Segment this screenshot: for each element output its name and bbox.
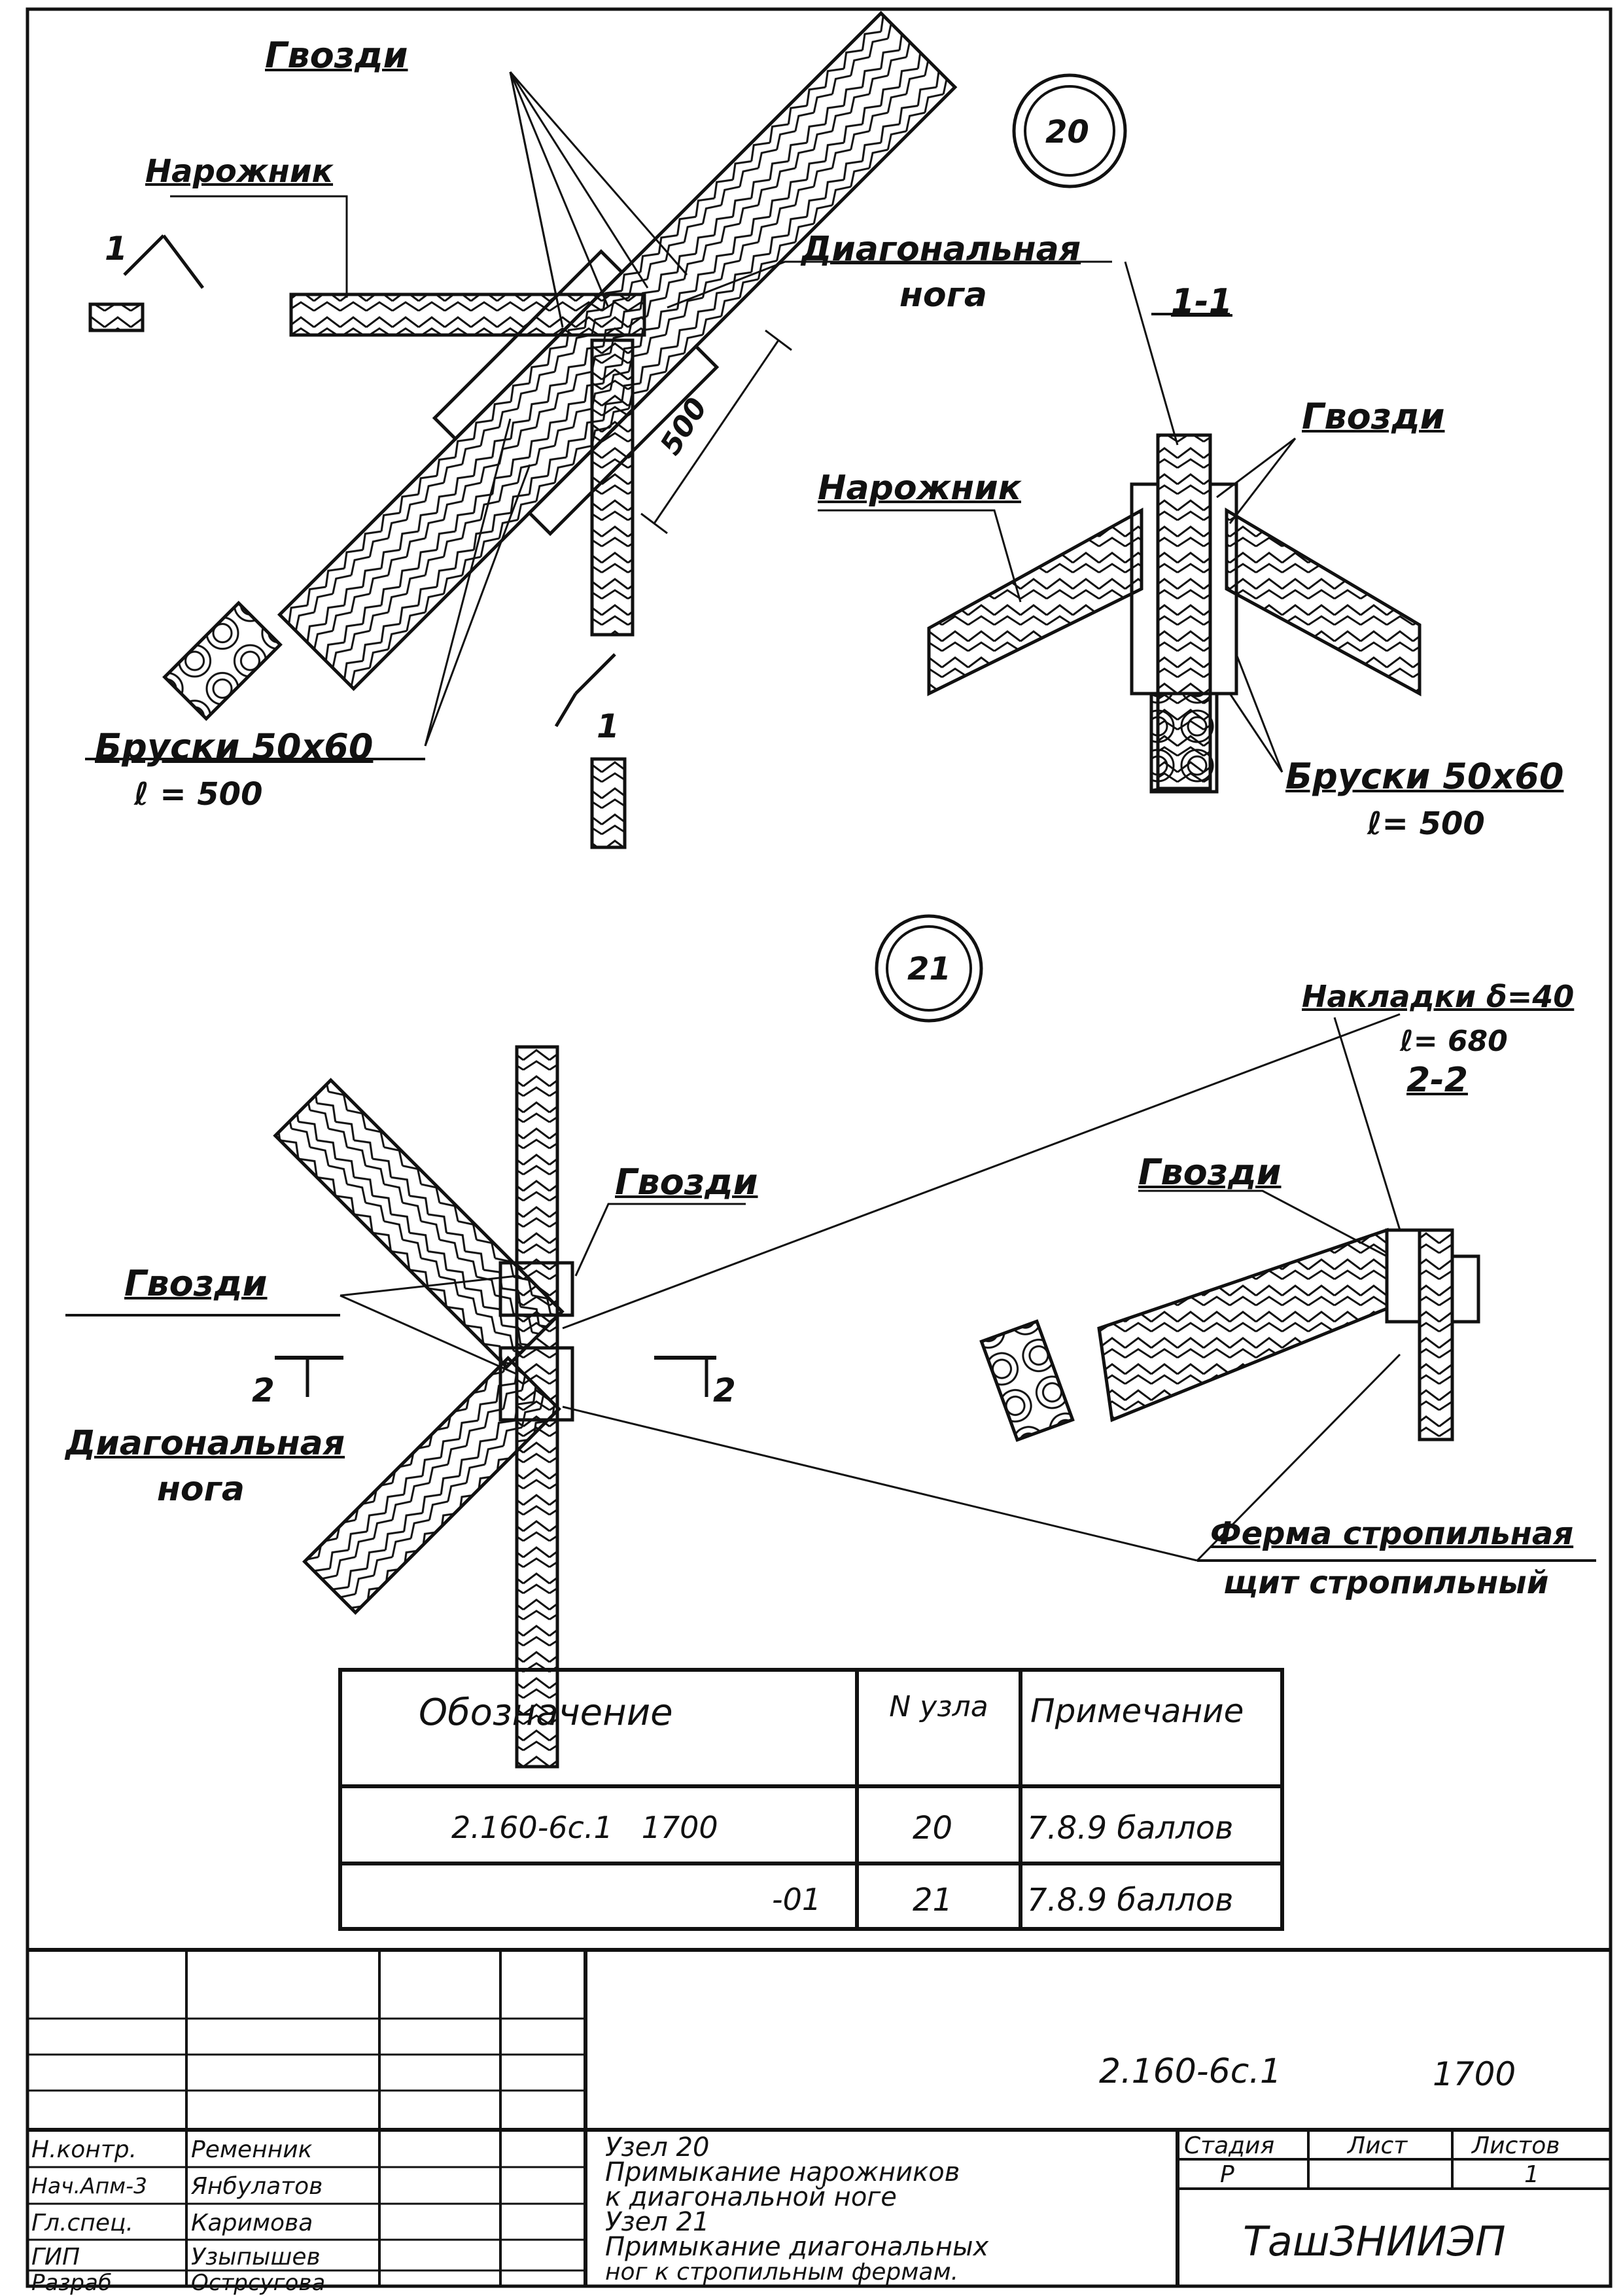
sheet-label: Лист xyxy=(1348,2132,1408,2159)
signature-name: Острсугова xyxy=(191,2270,326,2296)
node20-drawing xyxy=(85,10,1127,849)
node20-badge-outer xyxy=(1012,73,1127,188)
title-line: Примыкание диагональных xyxy=(605,2232,989,2262)
section11-nails-label: Гвозди xyxy=(1302,396,1445,437)
node21-drawing xyxy=(65,914,1596,1769)
title-line: Примыкание нарожников xyxy=(605,2157,960,2187)
node21-badge-label: 21 xyxy=(907,951,951,987)
table-row-node: 21 xyxy=(913,1882,953,1918)
node20-section-mark-bottom: 1 xyxy=(597,707,620,745)
stage-value: Р xyxy=(1220,2161,1234,2188)
section22-truss-line2: щит стропильный xyxy=(1223,1564,1549,1601)
section11-drawing xyxy=(818,261,1422,794)
section11-bar-left xyxy=(1130,482,1160,696)
organization: ТашЗНИИЭП xyxy=(1243,2217,1506,2265)
node20-vertical-post xyxy=(590,338,635,637)
title-line: ног к стропильным фермам. xyxy=(605,2259,959,2286)
title-line: Узел 21 xyxy=(605,2207,710,2237)
section22-overlays-line2: ℓ= 680 xyxy=(1400,1025,1508,1058)
section11-right-narozhnik xyxy=(1225,507,1422,697)
node20-nails-label: Гвозди xyxy=(265,35,408,76)
node20-bars-line2: ℓ = 500 xyxy=(134,776,263,813)
node20-diag-leg-line1: Диагональная xyxy=(801,230,1081,269)
node20-section-piece xyxy=(162,601,283,721)
node21-overlay-upper xyxy=(498,1261,574,1317)
node20-bar-upper xyxy=(432,249,625,442)
section22-post xyxy=(1418,1228,1454,1441)
node21-lower-diag-leg xyxy=(302,1356,561,1615)
table-row-designation: 2.160-6с.1 1700 xyxy=(451,1810,718,1845)
signature-name: Узыпышев xyxy=(191,2244,321,2270)
signature-name: Ременник xyxy=(191,2136,313,2163)
node20-section-piece-bottom xyxy=(590,757,627,849)
sheet-frame xyxy=(26,7,1613,2288)
section11-title: 1-1 xyxy=(1171,282,1232,321)
signature-role: Нач.Апм-3 xyxy=(31,2173,147,2199)
node21-section-mark-left: 2 xyxy=(252,1371,275,1409)
section22-nails-label: Гвозди xyxy=(1138,1152,1282,1193)
section22-drawing xyxy=(979,1017,1480,1562)
node21-badge-inner xyxy=(886,925,972,1012)
section22-overlay-left xyxy=(1385,1228,1422,1324)
title-block-sheet-code: 1700 xyxy=(1433,2055,1516,2093)
table-header-node: N узла xyxy=(889,1690,988,1723)
table-row-node: 20 xyxy=(913,1810,953,1846)
sheets-value: 1 xyxy=(1524,2161,1539,2188)
signature-role: Н.контр. xyxy=(31,2136,137,2163)
spec-table xyxy=(338,1668,1284,1931)
title-block-code: 2.160-6с.1 xyxy=(1099,2052,1282,2091)
sheets-label: Листов xyxy=(1472,2132,1560,2159)
section22-rafter xyxy=(1097,1227,1389,1422)
table-row-designation: -01 xyxy=(772,1882,822,1917)
section22-title: 2-2 xyxy=(1406,1061,1468,1100)
stage-label: Стадия xyxy=(1184,2132,1275,2159)
section11-bottom-block xyxy=(1149,692,1219,794)
signature-role: Разраб xyxy=(31,2270,112,2296)
signature-name: Янбулатов xyxy=(191,2173,323,2200)
node21-overlay-lower xyxy=(498,1346,574,1422)
node21-nails-left-label: Гвозди xyxy=(124,1263,268,1304)
node20-section-piece-left xyxy=(88,302,145,332)
node21-badge-outer xyxy=(875,914,983,1023)
node20-section-mark-left: 1 xyxy=(105,230,128,268)
signature-name: Каримова xyxy=(191,2210,313,2236)
section11-narozhnik-label: Нарожник xyxy=(818,468,1021,508)
section22-overlays-line1: Накладки δ=40 xyxy=(1302,979,1575,1014)
table-row-note: 7.8.9 баллов xyxy=(1027,1810,1234,1846)
node20-dim-line xyxy=(653,340,780,524)
signature-role: ГИП xyxy=(31,2244,80,2270)
section22-cross-section xyxy=(979,1319,1075,1442)
node20-bars-line1: Бруски 50х60 xyxy=(95,726,374,768)
section11-bar-right xyxy=(1208,482,1238,696)
table-header-designation: Обозначение xyxy=(419,1691,673,1734)
section11-bars-line2: ℓ= 500 xyxy=(1367,805,1485,842)
section22-truss-line1: Ферма стропильная xyxy=(1210,1515,1574,1552)
node21-diag-leg-line1: Диагональная xyxy=(65,1424,345,1463)
node21-nails-upper-label: Гвозди xyxy=(615,1161,758,1203)
node20-badge-label: 20 xyxy=(1045,114,1089,150)
section11-left-narozhnik xyxy=(927,507,1143,697)
title-line: к диагональной ноге xyxy=(605,2182,897,2212)
section11-bars-line1: Бруски 50х60 xyxy=(1285,756,1564,797)
table-row-note: 7.8.9 баллов xyxy=(1027,1882,1234,1918)
signature-role: Гл.спец. xyxy=(31,2210,133,2236)
node21-section-mark-right: 2 xyxy=(713,1371,736,1409)
table-header-note: Примечание xyxy=(1030,1692,1244,1730)
node21-diag-leg-line2: нога xyxy=(157,1470,245,1509)
section22-overlay-right xyxy=(1450,1254,1480,1324)
title-line: Узел 20 xyxy=(605,2132,710,2163)
title-block-frame xyxy=(27,1948,1611,2286)
node20-narozhnik-label: Нарожник xyxy=(145,153,334,190)
node20-badge-inner xyxy=(1024,85,1115,177)
node20-diag-leg-line2: нога xyxy=(899,275,987,315)
node21-upper-brace xyxy=(273,1078,565,1369)
